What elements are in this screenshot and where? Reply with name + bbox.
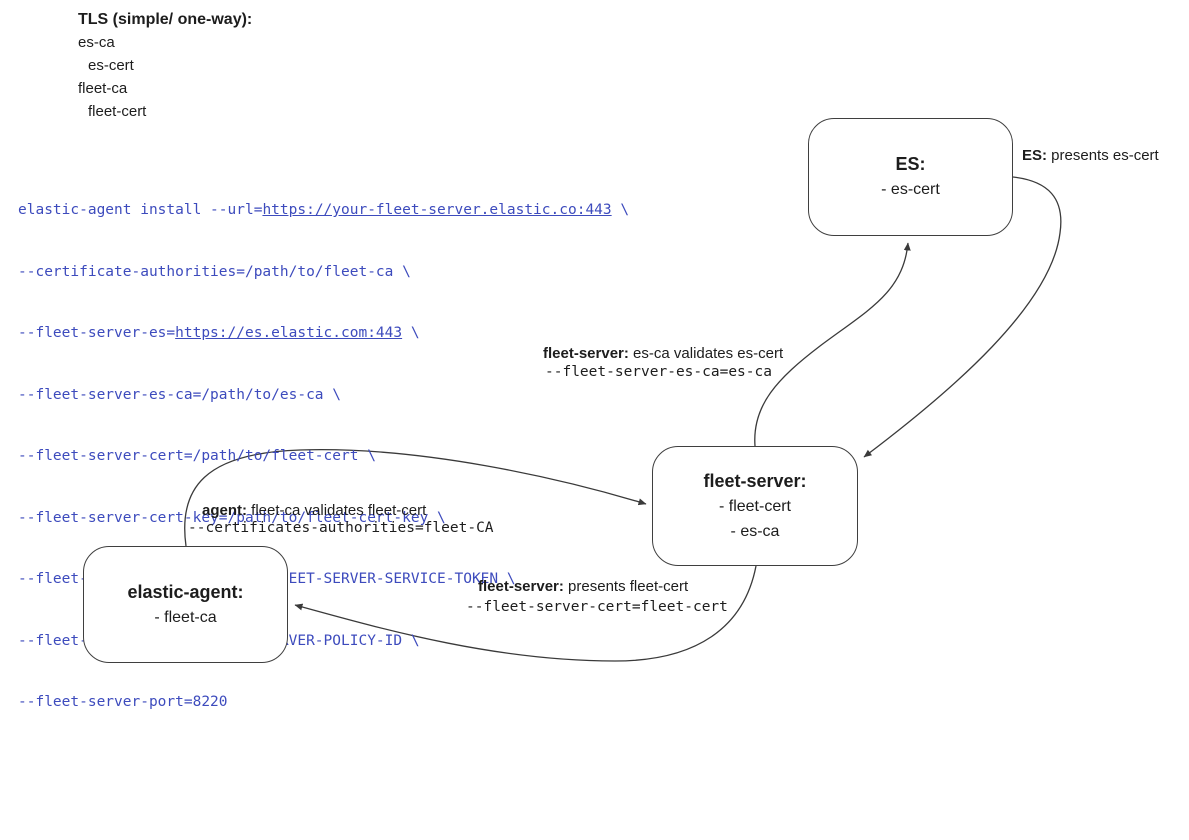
es-url-link[interactable]: https://es.elastic.com:443 bbox=[175, 325, 403, 341]
command-line-4: --fleet-server-es-ca=/path/to/es-ca \ bbox=[18, 386, 342, 403]
label-es-presents-text: presents es-cert bbox=[1047, 147, 1159, 164]
label-agent-validates-line: agent: fleet-ca validates fleet-cert bbox=[188, 501, 494, 520]
label-fleet-presents-code: --fleet-server-cert=fleet-cert bbox=[466, 599, 728, 615]
node-es-title: ES: bbox=[895, 154, 926, 174]
label-fleet-presents-text: presents fleet-cert bbox=[563, 578, 689, 595]
node-fleet-server-item: - es-ca bbox=[730, 522, 780, 540]
label-agent-validates-code: --certificates-authorities=fleet-CA bbox=[188, 520, 494, 536]
node-fleet-server: fleet-server: - fleet-cert - es-ca bbox=[652, 446, 858, 566]
command-line-3-prefix: --fleet-server-es= bbox=[18, 325, 176, 341]
command-line-3: --fleet-server-es=https://es.elastic.com… bbox=[18, 323, 629, 344]
node-fleet-server-title: fleet-server: bbox=[703, 470, 807, 491]
node-es: ES: - es-cert bbox=[808, 118, 1013, 236]
command-line-5: --fleet-server-cert=/path/to/fleet-cert … bbox=[18, 448, 376, 464]
label-fleet-server-presents-fleet-cert: fleet-server: presents fleet-cert --flee… bbox=[466, 577, 728, 615]
tls-legend-title: TLS (simple/ one-way): bbox=[78, 11, 253, 28]
node-es-item: - es-cert bbox=[881, 181, 940, 198]
command-line-1: elastic-agent install --url=https://your… bbox=[18, 200, 629, 221]
label-es-presents-bold: ES: bbox=[1022, 147, 1048, 164]
node-fleet-server-item: - fleet-cert bbox=[718, 497, 791, 515]
label-fleet-presents-bold: fleet-server: bbox=[478, 578, 564, 595]
label-agent-validates-text: fleet-ca validates fleet-cert bbox=[247, 502, 427, 519]
tls-legend-item-fleet-cert: fleet-cert bbox=[88, 103, 147, 120]
install-command: elastic-agent install --url=https://your… bbox=[18, 159, 629, 754]
command-line-6: --fleet-server-cert-key=/path/to/fleet-c… bbox=[18, 509, 446, 526]
tls-legend-item-es-cert: es-cert bbox=[88, 57, 134, 74]
node-elastic-agent: elastic-agent: - fleet-ca bbox=[83, 546, 288, 663]
tls-legend-item-fleet-ca: fleet-ca bbox=[78, 80, 128, 97]
command-line-3-suffix: \ bbox=[402, 325, 420, 341]
node-elastic-agent-item: - fleet-ca bbox=[154, 608, 217, 626]
command-line-1-suffix: \ bbox=[611, 202, 630, 218]
command-line-9: --fleet-server-port=8220 bbox=[18, 694, 228, 710]
command-line-1-prefix: elastic-agent install --url= bbox=[18, 202, 263, 218]
label-fleet-validates-line: fleet-server: es-ca validates es-cert bbox=[543, 344, 783, 363]
label-fleet-validates-code: --fleet-server-es-ca=es-ca bbox=[545, 364, 772, 380]
tls-legend-item-es-ca: es-ca bbox=[78, 34, 115, 51]
label-fleet-server-validates-es-cert: fleet-server: es-ca validates es-cert --… bbox=[543, 344, 783, 380]
fleet-server-url-link[interactable]: https://your-fleet-server.elastic.co:443 bbox=[262, 202, 612, 218]
label-fleet-presents-line: fleet-server: presents fleet-cert bbox=[466, 577, 728, 596]
command-line-2: --certificate-authorities=/path/to/fleet… bbox=[18, 263, 411, 280]
tls-legend: TLS (simple/ one-way): es-ca es-cert fle… bbox=[78, 8, 252, 123]
label-fleet-validates-text: es-ca validates es-cert bbox=[628, 345, 784, 362]
label-agent-validates-fleet-cert: agent: fleet-ca validates fleet-cert --c… bbox=[188, 501, 494, 536]
label-agent-validates-bold: agent: bbox=[202, 502, 247, 519]
label-es-presents-es-cert: ES: presents es-cert bbox=[1022, 146, 1159, 165]
node-elastic-agent-title: elastic-agent: bbox=[127, 581, 244, 602]
label-fleet-validates-bold: fleet-server: bbox=[543, 345, 629, 362]
